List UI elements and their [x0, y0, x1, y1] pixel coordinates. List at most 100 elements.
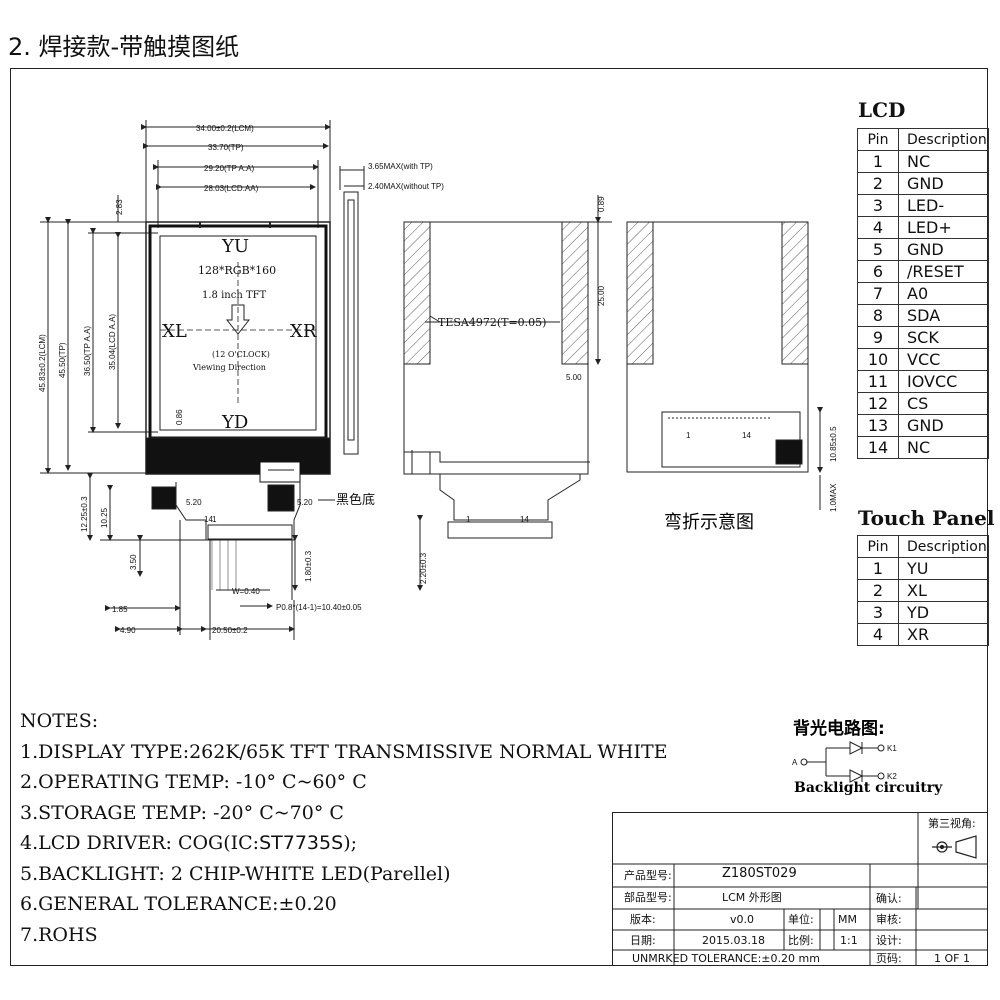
table-header: Pin — [857, 535, 899, 558]
dim-lcm-width: 34.00±0.2(LCM) — [196, 124, 254, 133]
dim-top-offset: 2.83 — [115, 199, 124, 215]
note-3: 3.STORAGE TEMP: -20° C~70° C — [20, 801, 344, 824]
backlight-title: 背光电路图: — [793, 718, 885, 739]
dim-back-d1: 0.89 — [597, 196, 606, 212]
note-4-ic: ST7735S — [259, 832, 344, 854]
notes-block: NOTES: 1.DISPLAY TYPE:262K/65K TFT TRANS… — [20, 706, 668, 950]
side-view — [339, 166, 365, 455]
pin-description: XL — [898, 579, 989, 602]
pin-number: 1 — [857, 557, 899, 580]
label-xl: XL — [162, 321, 187, 342]
part-model: LCM 外形图 — [722, 891, 782, 904]
note-4-suffix: ); — [343, 832, 358, 854]
dim-bend-d2: 1.0MAX — [829, 483, 838, 512]
table-row: 6/RESET — [857, 260, 989, 283]
backlight-labels: 背光电路图: Backlight circuitry A K1 K2 — [792, 718, 943, 796]
dim-pitch: P0.8*(14-1)=10.40±0.05 — [276, 603, 362, 612]
dim-w2: 4.90 — [120, 626, 136, 635]
pin-number: 13 — [857, 414, 899, 437]
front-view-labels: 34.00±0.2(LCM) 33.70(TP) 29.20(TP A.A) 2… — [38, 124, 375, 635]
dim-h1: 12.25±0.3 — [80, 496, 89, 532]
dim-h3: 3.50 — [129, 554, 138, 570]
design-label: 设计: — [876, 934, 902, 947]
dim-h4: 1.80±0.3 — [304, 550, 313, 582]
dim-tp-aa-height: 36.50(TP A.A) — [83, 326, 92, 376]
review-label: 审核: — [876, 913, 902, 926]
pin-number: 3 — [857, 194, 899, 217]
notes-heading: NOTES: — [20, 710, 99, 732]
scale: 1:1 — [840, 934, 858, 947]
unit: MM — [838, 913, 857, 926]
date-label: 日期: — [630, 934, 656, 947]
label-back-pin1: 1 — [466, 515, 471, 524]
pin-description: GND — [898, 238, 989, 261]
touch-table-title: Touch Panel — [858, 506, 995, 530]
pin-number: 6 — [857, 260, 899, 283]
version-label: 版本: — [630, 913, 656, 926]
dim-max-without-tp: 2.40MAX(without TP) — [368, 182, 444, 191]
label-pin14: 14 — [204, 515, 213, 524]
pin-description: XR — [898, 623, 989, 646]
pin-number: 2 — [857, 172, 899, 195]
pin-number: 4 — [857, 216, 899, 239]
page-title: 2. 焊接款-带触摸图纸 — [8, 33, 240, 61]
pin-number: 1 — [857, 150, 899, 173]
back-view-labels: TESA4972(T=0.05) 0.89 25.00 5.00 2.20±0.… — [419, 196, 606, 584]
note-6: 6.GENERAL TOLERANCE:±0.20 — [20, 893, 337, 915]
table-header: Description — [898, 535, 989, 558]
pin-description: LED- — [898, 194, 989, 217]
tolerance: UNMRKED TOLERANCE:±0.20 mm — [632, 952, 820, 965]
dim-bottom-offset: 0.86 — [175, 409, 184, 425]
pin-number: 2 — [857, 579, 899, 602]
label-size: 1.8 inch TFT — [202, 290, 267, 301]
dim-lcm-height: 45.83±0.2(LCM) — [38, 334, 47, 392]
pin-number: 4 — [857, 623, 899, 646]
pin-number: 5 — [857, 238, 899, 261]
pin-description: GND — [898, 172, 989, 195]
label-pin1: 1 — [212, 515, 217, 524]
label-black-base: 黑色底 — [336, 492, 375, 508]
pin-description: /RESET — [898, 260, 989, 283]
front-view — [40, 120, 335, 640]
dim-tp-aa-width: 29.20(TP A.A) — [204, 164, 254, 173]
date: 2015.03.18 — [702, 934, 765, 947]
lcd-table-title: LCD — [858, 98, 906, 122]
label-resolution: 128*RGB*160 — [198, 264, 276, 277]
pin-number: 10 — [857, 348, 899, 371]
table-header: Pin — [857, 128, 899, 151]
label-back-pin14: 14 — [520, 515, 529, 524]
pin-number: 8 — [857, 304, 899, 327]
note-2: 2.OPERATING TEMP: -10° C~60° C — [20, 771, 367, 793]
label-bend-pin14: 14 — [742, 431, 751, 440]
pin-number: 14 — [857, 436, 899, 459]
pin-description: NC — [898, 150, 989, 173]
pin-description: A0 — [898, 282, 989, 305]
pin-description: VCC — [898, 348, 989, 371]
table-header: Description — [898, 128, 989, 151]
bend-view — [626, 221, 823, 510]
pin-number: 12 — [857, 392, 899, 415]
label-bend-caption: 弯折示意图 — [664, 512, 754, 533]
dim-back-d2: 25.00 — [597, 285, 606, 306]
part-model-label: 部品型号: — [624, 891, 672, 904]
pin-description: SDA — [898, 304, 989, 327]
drawing-frame — [10, 68, 988, 966]
dim-tp-width: 33.70(TP) — [208, 143, 244, 152]
dim-bend-d1: 10.85±0.5 — [829, 426, 838, 462]
title-block: 第三视角: 产品型号: Z180ST029 部品型号: LCM 外形图 确认: … — [612, 812, 988, 966]
backlight-circuit-diagram — [800, 741, 885, 783]
